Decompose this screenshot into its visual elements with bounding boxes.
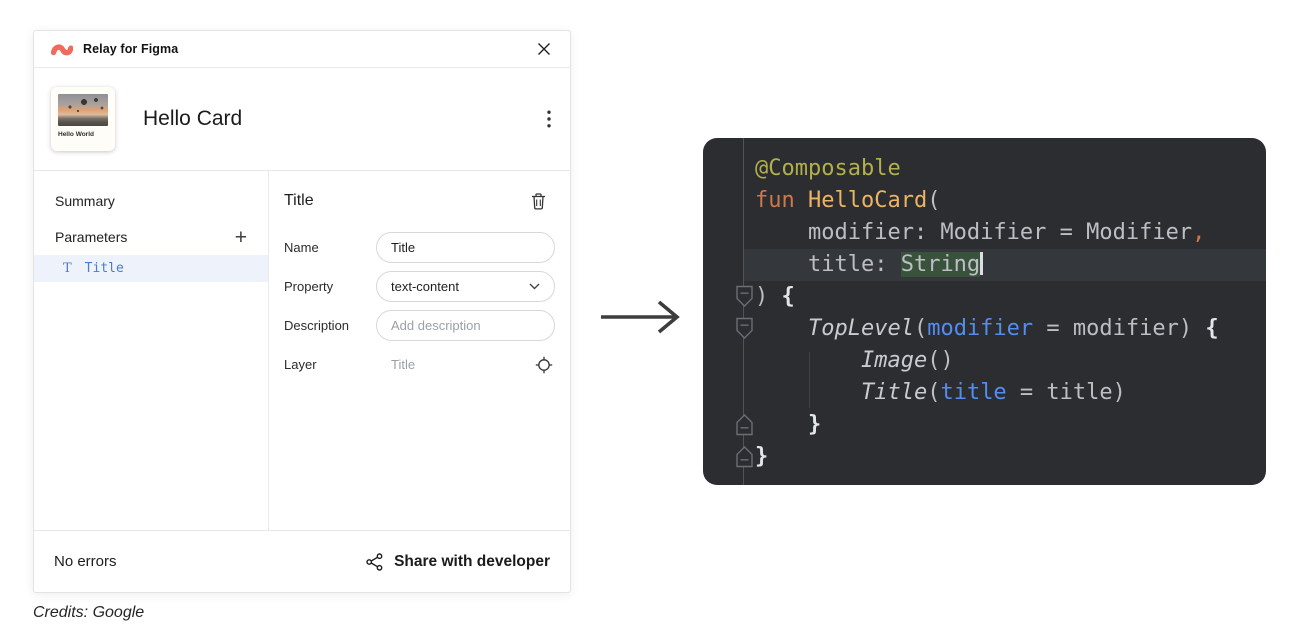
component-header: Hello World Hello Card xyxy=(34,68,570,171)
code-editor-panel: @Composable fun HelloCard( modifier: Modi… xyxy=(703,138,1266,485)
layer-target-icon[interactable] xyxy=(535,356,553,374)
share-label: Share with developer xyxy=(394,552,550,570)
component-thumbnail: Hello World xyxy=(51,87,115,151)
parameter-item-title[interactable]: T Title xyxy=(34,255,268,282)
close-icon[interactable] xyxy=(535,40,553,58)
credits-text: Credits: Google xyxy=(33,604,145,621)
property-label: Property xyxy=(284,279,334,294)
fold-start-icon xyxy=(734,285,755,314)
code-line: @Composable xyxy=(755,156,901,181)
component-title: Hello Card xyxy=(143,107,243,130)
description-input[interactable]: Add description xyxy=(376,310,555,341)
parameters-label: Parameters xyxy=(55,229,128,245)
thumbnail-caption: Hello World xyxy=(58,131,94,138)
code-line: } xyxy=(807,412,822,437)
sidebar-item-summary[interactable]: Summary xyxy=(34,183,268,219)
plugin-footer: No errors Share with developer xyxy=(34,530,570,592)
fold-end-icon xyxy=(734,413,755,442)
code-line: modifier: Modifier = Modifier, xyxy=(755,220,1206,245)
name-label: Name xyxy=(284,240,319,255)
code-line: TopLevel(modifier = modifier) { xyxy=(807,316,1219,341)
property-value: text-content xyxy=(391,279,459,294)
name-value: Title xyxy=(391,240,416,255)
kebab-menu-icon[interactable] xyxy=(545,108,553,130)
name-input[interactable]: Title xyxy=(376,232,555,263)
chevron-down-icon xyxy=(529,283,540,290)
sidebar-item-parameters[interactable]: Parameters + xyxy=(34,219,268,255)
delete-parameter-icon[interactable] xyxy=(529,191,548,212)
description-placeholder: Add description xyxy=(391,318,481,333)
thumbnail-photo xyxy=(58,94,108,126)
share-icon xyxy=(366,552,383,571)
sidebar: Summary Parameters + T Title xyxy=(34,171,269,530)
share-with-developer-button[interactable]: Share with developer xyxy=(366,553,550,571)
code-line: ) { xyxy=(755,284,795,309)
form-heading: Title xyxy=(284,192,314,209)
layer-label: Layer xyxy=(284,357,317,372)
description-label: Description xyxy=(284,318,350,333)
code-line: Title(title = title) xyxy=(860,380,1126,405)
parameter-detail-form: Title Name Title Property text-content xyxy=(269,171,570,530)
text-type-icon: T xyxy=(63,261,72,276)
summary-label: Summary xyxy=(55,193,115,209)
add-parameter-button[interactable]: + xyxy=(234,225,247,249)
code-line: Image() xyxy=(860,348,954,373)
editor-gutter-line xyxy=(743,138,744,485)
flow-arrow-icon xyxy=(597,298,687,341)
plugin-body: Summary Parameters + T Title Title xyxy=(34,171,570,530)
indent-guide-line xyxy=(809,352,810,408)
fold-end-icon xyxy=(734,445,755,474)
layer-value: Title xyxy=(391,357,416,372)
plugin-titlebar: Relay for Figma xyxy=(34,31,570,68)
code-lines: @Composable fun HelloCard( modifier: Modi… xyxy=(703,153,1266,473)
property-select[interactable]: text-content xyxy=(376,271,555,302)
relay-logo-icon xyxy=(51,42,73,57)
parameter-item-label: Title xyxy=(84,261,124,276)
code-line: fun HelloCard( xyxy=(755,188,941,213)
fold-start-icon xyxy=(734,317,755,346)
relay-plugin-window: Relay for Figma Hello World Hello Card S… xyxy=(33,30,571,593)
code-line: title: String xyxy=(703,249,1266,281)
code-line: } xyxy=(755,444,769,469)
status-badge: No errors xyxy=(54,553,117,570)
plugin-title: Relay for Figma xyxy=(83,42,179,56)
